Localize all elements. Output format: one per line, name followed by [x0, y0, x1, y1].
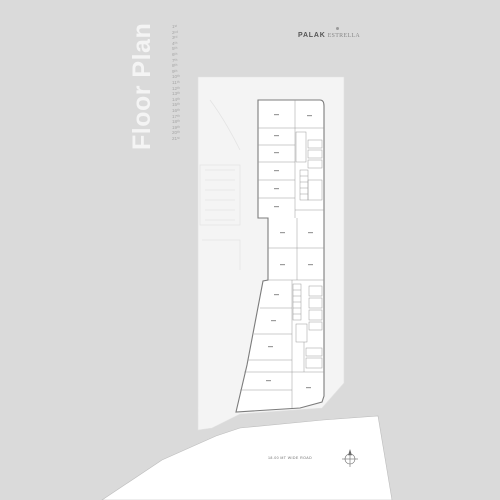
floor-list-item[interactable]: 3ʳᵈ: [172, 35, 178, 41]
floor-list-item[interactable]: 15ᵗʰ: [172, 102, 180, 108]
road-label: 18.00 MT WIDE ROAD: [268, 456, 313, 460]
adjacent-building-outline: [199, 99, 241, 270]
room-label-marks: [266, 114, 313, 389]
floor-list-item[interactable]: 8ᵗʰ: [172, 63, 178, 69]
floor-list-item[interactable]: 13ᵗʰ: [172, 91, 180, 97]
floor-list-item[interactable]: 12ᵗʰ: [172, 85, 180, 91]
floor-list-item[interactable]: 17ᵗʰ: [172, 113, 180, 119]
floor-list-item[interactable]: 6ᵗʰ: [172, 51, 178, 57]
brand-logo: PALAK ESTRELLA: [298, 32, 360, 39]
floor-list-item[interactable]: 7ᵗʰ: [172, 57, 178, 63]
compass-icon: [342, 448, 358, 467]
floor-list-item[interactable]: 14ᵗʰ: [172, 96, 180, 102]
floor-list-item[interactable]: 4ᵗʰ: [172, 40, 178, 46]
floor-list-item[interactable]: 19ᵗʰ: [172, 124, 180, 130]
floor-list-item[interactable]: 10ᵗʰ: [172, 74, 180, 80]
floor-list-item[interactable]: 18ᵗʰ: [172, 119, 180, 125]
brand-sub: ESTRELLA: [327, 33, 360, 39]
brand-name: PALAK: [298, 32, 326, 39]
floor-list-item[interactable]: 21ˢᵗ: [172, 135, 180, 141]
floor-list-item[interactable]: 20ᵗʰ: [172, 130, 180, 136]
floor-list-item[interactable]: 11ᵗʰ: [172, 79, 180, 85]
road: [101, 415, 393, 500]
interior-walls: [240, 100, 324, 408]
floor-list-item[interactable]: 9ᵗʰ: [172, 68, 178, 74]
floor-list-item[interactable]: 1ˢᵗ: [172, 24, 178, 29]
floor-list-item[interactable]: 2ⁿᵈ: [172, 29, 178, 35]
logo-dot-icon: [336, 27, 339, 30]
floor-list-item[interactable]: 16ᵗʰ: [172, 107, 180, 113]
floor-list-item[interactable]: 5ᵗʰ: [172, 46, 178, 52]
